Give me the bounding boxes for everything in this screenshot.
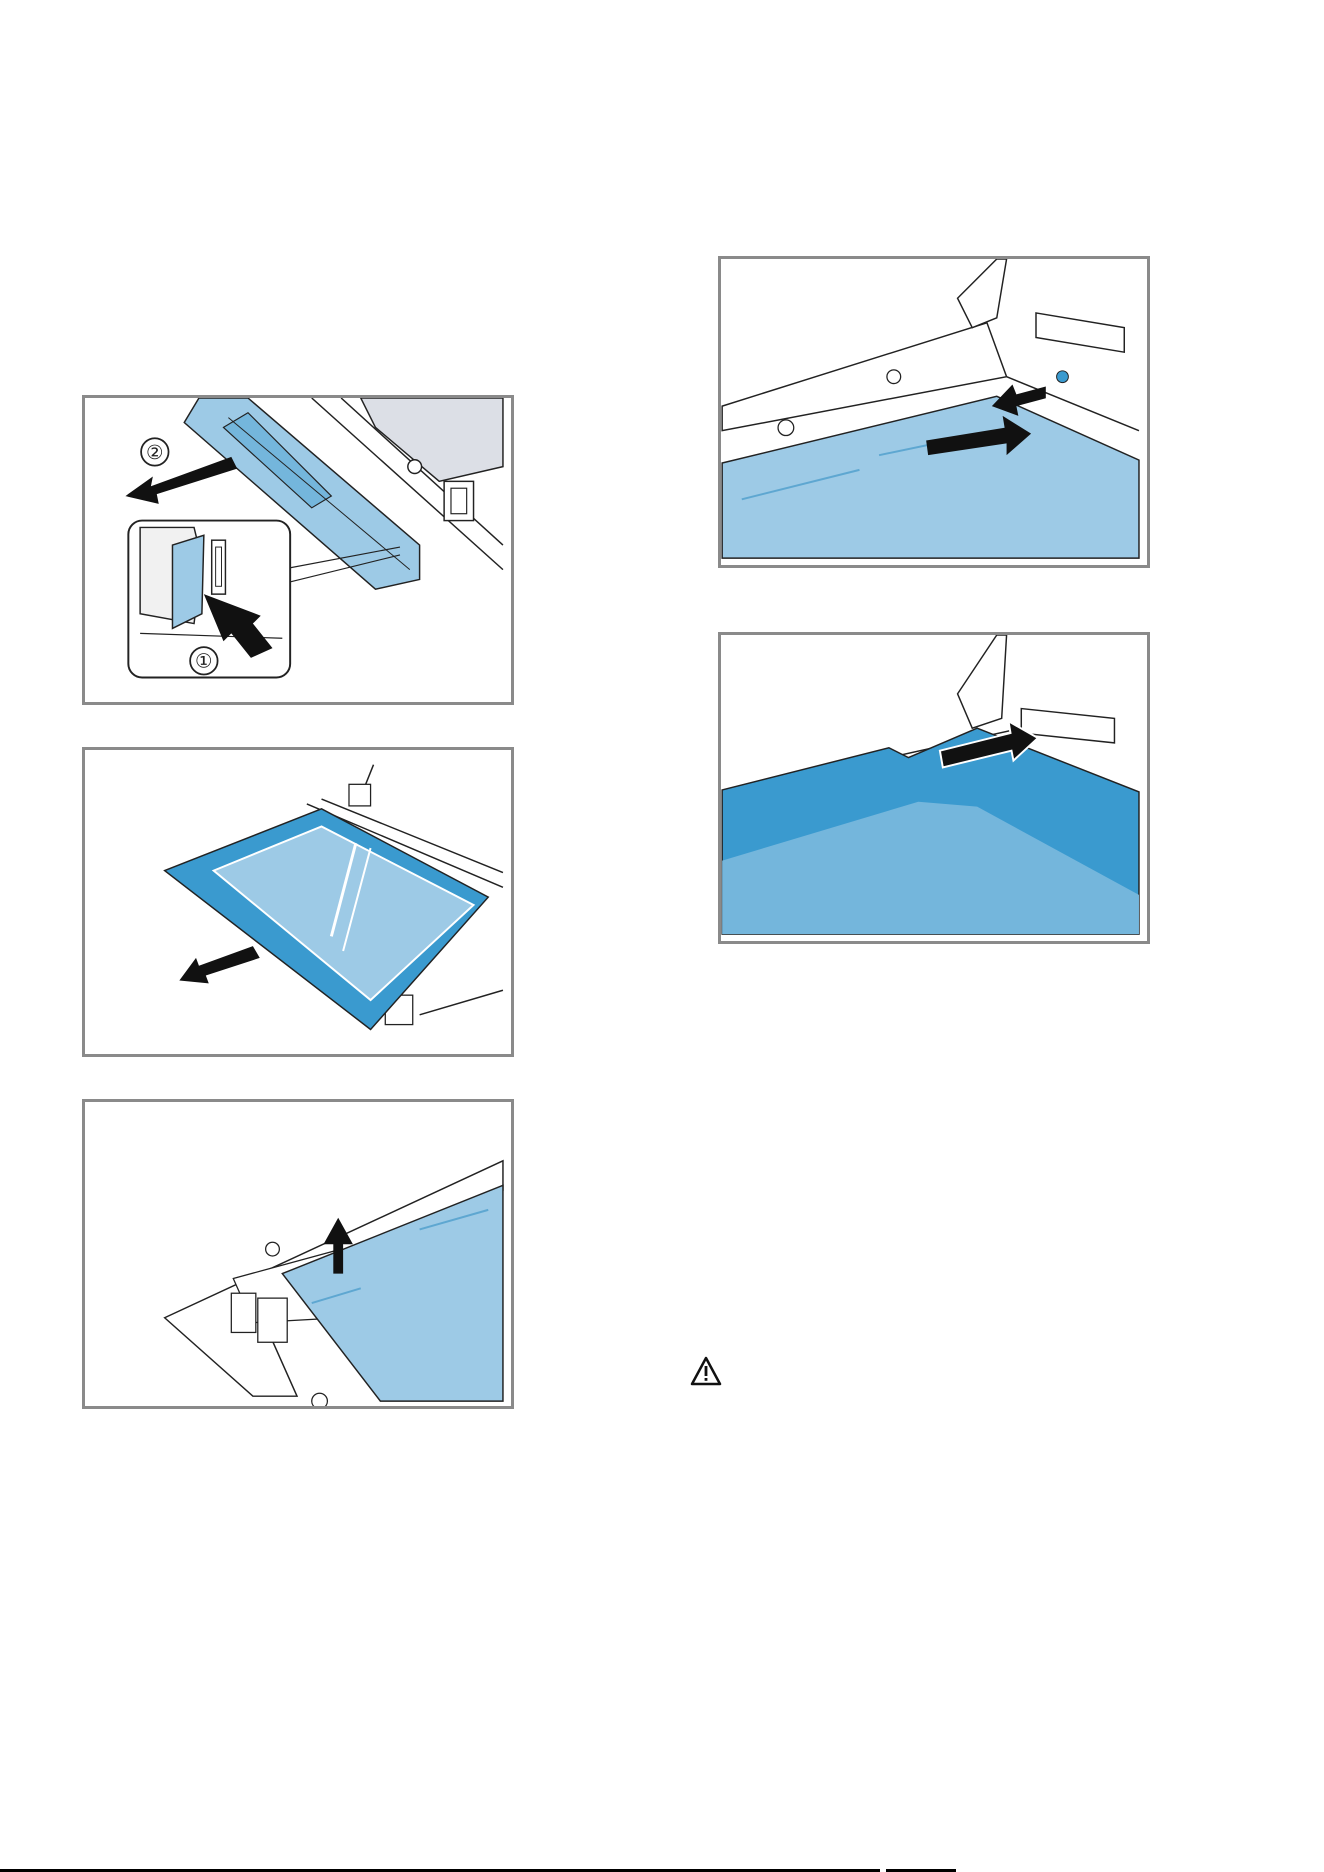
- figure-lift-inner-pane: [82, 1099, 514, 1409]
- hinge-insert-illustration: [721, 259, 1147, 565]
- warning-triangle-icon: [690, 1356, 722, 1386]
- figure-push-pane-into-holder: [718, 632, 1150, 944]
- step-marker-2: ②: [146, 442, 164, 464]
- figure-pull-out-glass-pane: [82, 747, 514, 1057]
- figure-insert-pane-into-hinge: [718, 256, 1150, 568]
- step-marker-1: ①: [195, 651, 213, 673]
- glass-pane-illustration: [85, 750, 511, 1054]
- figure-remove-door-trim: ② ①: [82, 395, 514, 705]
- inner-pane-illustration: [85, 1102, 511, 1406]
- holder-push-illustration: [721, 635, 1147, 941]
- door-trim-illustration: ② ①: [85, 398, 511, 702]
